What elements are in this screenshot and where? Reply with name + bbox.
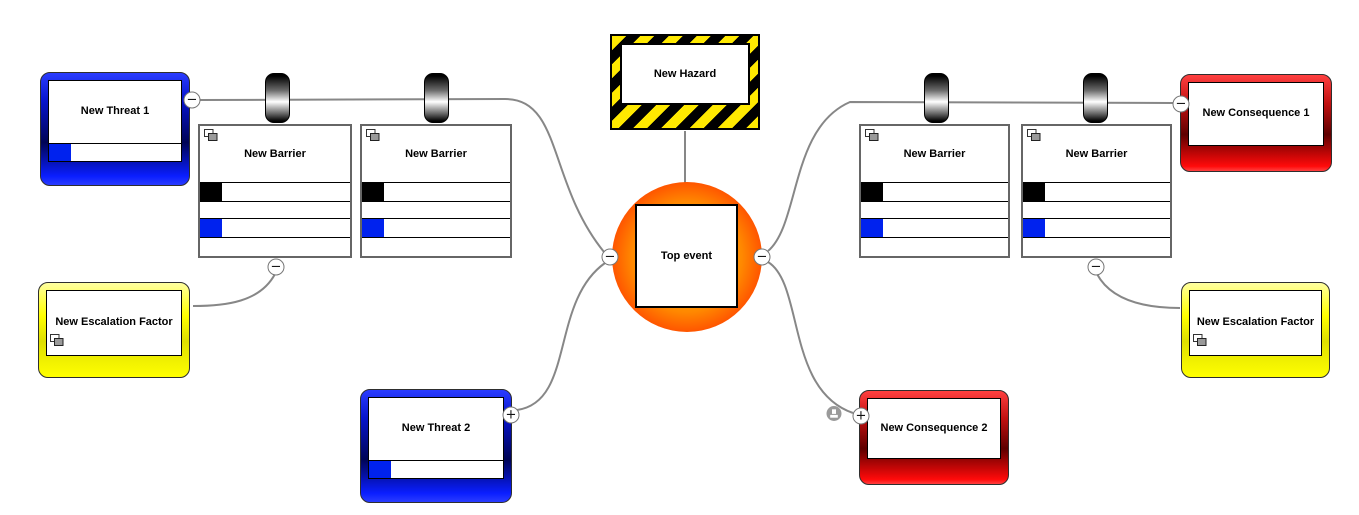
- blue-chip: [861, 219, 883, 237]
- expand-button-threat2[interactable]: +: [502, 406, 520, 424]
- barrier-node-1[interactable]: New Barrier: [198, 124, 352, 258]
- copy-icon: [1027, 129, 1041, 147]
- barrier-cylinder-icon: [1083, 73, 1108, 123]
- consequence-node-2[interactable]: New Consequence 2: [859, 390, 1009, 485]
- copy-icon: [865, 129, 879, 147]
- escalation-factor-node-left[interactable]: New Escalation Factor: [38, 282, 190, 378]
- blue-chip: [362, 219, 384, 237]
- hazard-label: New Hazard: [620, 43, 750, 105]
- wire-barrier-escalation-left: [192, 273, 276, 307]
- copy-icon: [366, 129, 380, 147]
- black-chip: [1023, 183, 1045, 201]
- barrier-1-bar-blue: [200, 218, 350, 238]
- black-chip: [362, 183, 384, 201]
- barrier-3-bar-blue: [861, 218, 1008, 238]
- copy-icon: [50, 334, 64, 352]
- barrier-2-bar-blue: [362, 218, 510, 238]
- blue-chip: [49, 144, 71, 161]
- escalation-factor-right-label: New Escalation Factor: [1196, 316, 1315, 329]
- wire-threat1-topevent: [199, 97, 605, 253]
- barrier-1-label: New Barrier: [244, 148, 306, 160]
- hazard-node[interactable]: New Hazard: [610, 34, 760, 130]
- barrier-4-label: New Barrier: [1065, 148, 1128, 160]
- escalation-factor-node-right[interactable]: New Escalation Factor: [1181, 282, 1330, 378]
- top-event-label: Top event: [635, 204, 738, 308]
- consequence-2-label: New Consequence 2: [880, 421, 988, 434]
- threat-node-1[interactable]: New Threat 1: [40, 72, 190, 186]
- copy-icon: [1193, 334, 1207, 352]
- collapse-button-topevent-right[interactable]: −: [753, 248, 771, 266]
- consequence-1-label: New Consequence 1: [1202, 107, 1310, 120]
- barrier-1-bar-black: [200, 182, 350, 202]
- barrier-cylinder-icon: [424, 73, 449, 123]
- barrier-node-3[interactable]: New Barrier: [859, 124, 1010, 258]
- barrier-2-bar-black: [362, 182, 510, 202]
- threat-2-effectiveness-bar: [369, 460, 503, 478]
- collapse-button-escalation-right[interactable]: −: [1087, 258, 1105, 276]
- wire-topevent-consequence2: [767, 261, 854, 414]
- threat-1-effectiveness-bar: [49, 143, 181, 161]
- threat-node-2[interactable]: New Threat 2: [360, 389, 512, 503]
- barrier-3-label: New Barrier: [903, 148, 966, 160]
- threat-2-label: New Threat 2: [401, 422, 471, 435]
- wire-topevent-consequence1: [767, 100, 1174, 252]
- copy-icon: [204, 129, 218, 147]
- barrier-3-bar-black: [861, 182, 1008, 202]
- wire-barrier-escalation-right: [1096, 273, 1181, 309]
- threat-1-label: New Threat 1: [80, 105, 150, 118]
- barrier-2-label: New Barrier: [405, 148, 467, 160]
- barrier-node-4[interactable]: New Barrier: [1021, 124, 1172, 258]
- consequence-node-1[interactable]: New Consequence 1: [1180, 74, 1332, 172]
- black-chip: [200, 183, 222, 201]
- wire-threat2-topevent: [516, 262, 606, 411]
- collapse-button-topevent-left[interactable]: −: [601, 248, 619, 266]
- collapse-button-consequence1[interactable]: −: [1172, 95, 1190, 113]
- barrier-cylinder-icon: [924, 73, 949, 123]
- collapse-button-threat1[interactable]: −: [183, 91, 201, 109]
- expand-button-consequence2[interactable]: +: [852, 407, 870, 425]
- top-event-node[interactable]: Top event: [612, 182, 762, 332]
- blue-chip: [369, 461, 391, 478]
- barrier-cylinder-icon: [265, 73, 290, 123]
- blue-chip: [200, 219, 222, 237]
- barrier-4-bar-black: [1023, 182, 1170, 202]
- barrier-node-2[interactable]: New Barrier: [360, 124, 512, 258]
- collapse-button-escalation-left[interactable]: −: [267, 258, 285, 276]
- barrier-4-bar-blue: [1023, 218, 1170, 238]
- escalation-factor-left-label: New Escalation Factor: [55, 316, 173, 329]
- user-badge-icon: [826, 406, 842, 427]
- blue-chip: [1023, 219, 1045, 237]
- black-chip: [861, 183, 883, 201]
